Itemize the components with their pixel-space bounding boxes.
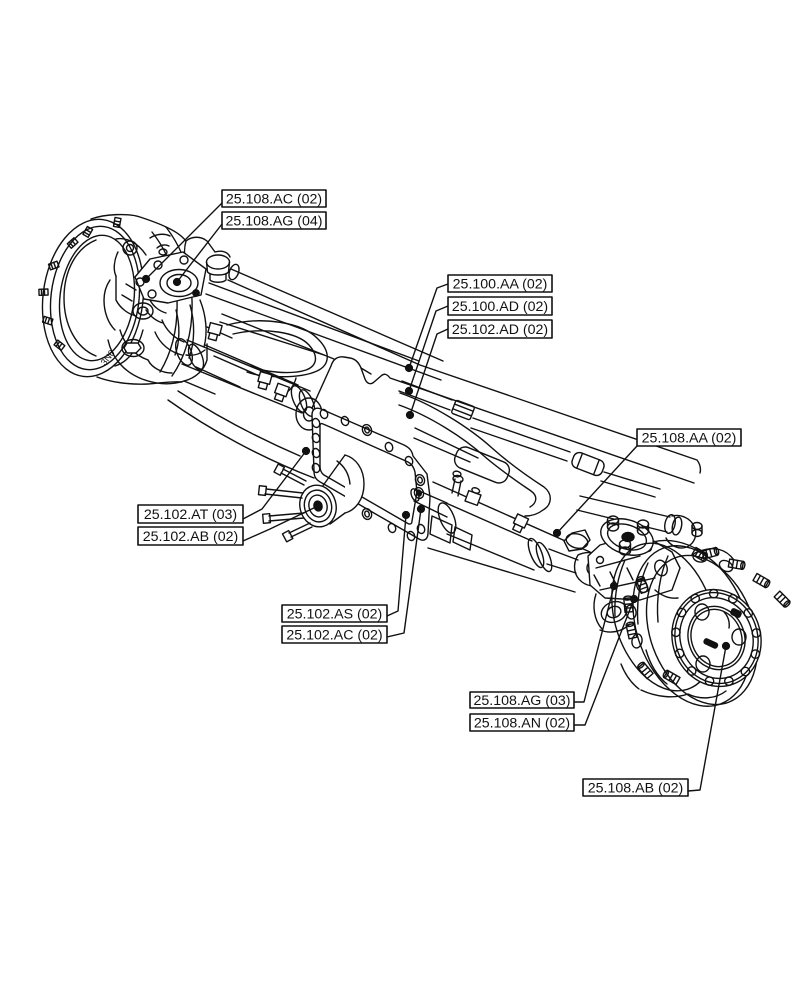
svg-text:25.102.AD (02): 25.102.AD (02) bbox=[452, 322, 548, 338]
svg-text:25.108.AN (02): 25.108.AN (02) bbox=[474, 716, 570, 732]
svg-text:25.102.AT (03): 25.102.AT (03) bbox=[144, 507, 237, 523]
svg-text:25.108.AA (02): 25.108.AA (02) bbox=[642, 431, 737, 447]
svg-text:25.108.AC (02): 25.108.AC (02) bbox=[226, 192, 322, 208]
svg-text:25.100.AA (02): 25.100.AA (02) bbox=[453, 277, 548, 293]
svg-text:25.108.AG (04): 25.108.AG (04) bbox=[225, 214, 322, 230]
svg-text:25.102.AC (02): 25.102.AC (02) bbox=[286, 628, 382, 644]
svg-text:25.100.AD (02): 25.100.AD (02) bbox=[452, 299, 548, 315]
svg-text:25.102.AB (02): 25.102.AB (02) bbox=[143, 529, 238, 545]
svg-text:25.108.AG (03): 25.108.AG (03) bbox=[473, 693, 570, 709]
svg-text:25.102.AS (02): 25.102.AS (02) bbox=[287, 607, 382, 623]
svg-text:3N0: 3N0 bbox=[99, 348, 117, 367]
svg-text:25.108.AB (02): 25.108.AB (02) bbox=[588, 781, 683, 797]
